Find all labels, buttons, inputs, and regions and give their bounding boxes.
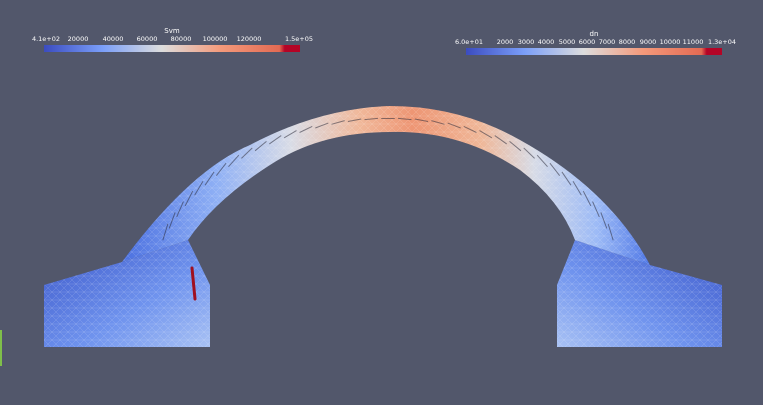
block-joint [582,190,592,207]
crack-marker [190,266,197,301]
arch-ring [122,106,650,265]
colorbar-svm-label: 20000 [67,35,89,43]
colorbar-dn-label: 1.3e+04 [707,38,737,46]
colorbar-svm-label: 1.5e+05 [284,35,314,43]
colorbar-svm: Svm 4.1e+02 20000 40000 60000 80000 1000… [0,0,763,60]
block-joint [523,147,535,159]
block-joint [431,120,445,125]
block-joint [414,118,429,123]
block-joint [269,135,282,145]
colorbar-dn-gradient [466,48,722,55]
block-joint [549,162,561,176]
colorbar-dn-label: 7000 [598,38,616,46]
block-joint [228,154,240,168]
colorbar-svm-label: 40000 [102,35,124,43]
block-joint-lines [162,117,614,241]
colorbar-svm-gradient [44,45,300,52]
block-joint [509,140,522,152]
block-joint [194,180,204,196]
colorbar-dn-label: 10000 [659,38,681,46]
block-joint [176,201,184,218]
block-joint [315,122,329,129]
colorbar-dn-label: 6000 [578,38,596,46]
colorbar-svm-label: 4.1e+02 [31,35,61,43]
block-joint [299,125,313,133]
colorbar-dn-title: dn [589,30,599,38]
block-joint [241,147,253,159]
block-joint [162,223,169,241]
colorbar-svm-label: 60000 [136,35,158,43]
colorbar-svm-label: 80000 [170,35,192,43]
colorbar-dn-label: 6.0e+01 [454,38,484,46]
block-joint [204,171,215,186]
block-joint [536,154,548,168]
block-joint [600,212,608,229]
block-joint [397,117,412,121]
block-joint [331,120,345,125]
block-joint [184,190,194,207]
block-joint [592,201,600,218]
block-joint [283,130,297,139]
block-joint [168,212,176,229]
block-joint [494,135,507,145]
colorbar-dn-label: 11000 [682,38,704,46]
colorbar-dn-label: 8000 [618,38,636,46]
colorbar-dn-label: 5000 [558,38,576,46]
colorbar-dn-label: 4000 [537,38,555,46]
block-joint [463,125,477,133]
colorbar-svm-title: Svm [164,27,180,35]
block-joint [215,162,227,176]
right-abutment [557,240,722,347]
block-joint [254,140,267,152]
block-joint [347,118,362,123]
block-joint [607,223,614,241]
colorbar-svm-label: 120000 [236,35,262,43]
block-joint [364,117,379,121]
block-joint [572,180,582,196]
block-joint [561,171,572,186]
left-abutment [44,240,210,347]
colorbar-svm-label: 100000 [202,35,228,43]
colorbar-dn-label: 9000 [639,38,657,46]
left-edge-marker [0,330,2,366]
block-joint [479,130,493,139]
colorbar-dn-label: 3000 [517,38,535,46]
colorbar-dn-label: 2000 [496,38,514,46]
colorbar-dn: dn 6.0e+01 2000 3000 4000 5000 6000 7000… [0,0,763,60]
block-joint [447,122,461,129]
